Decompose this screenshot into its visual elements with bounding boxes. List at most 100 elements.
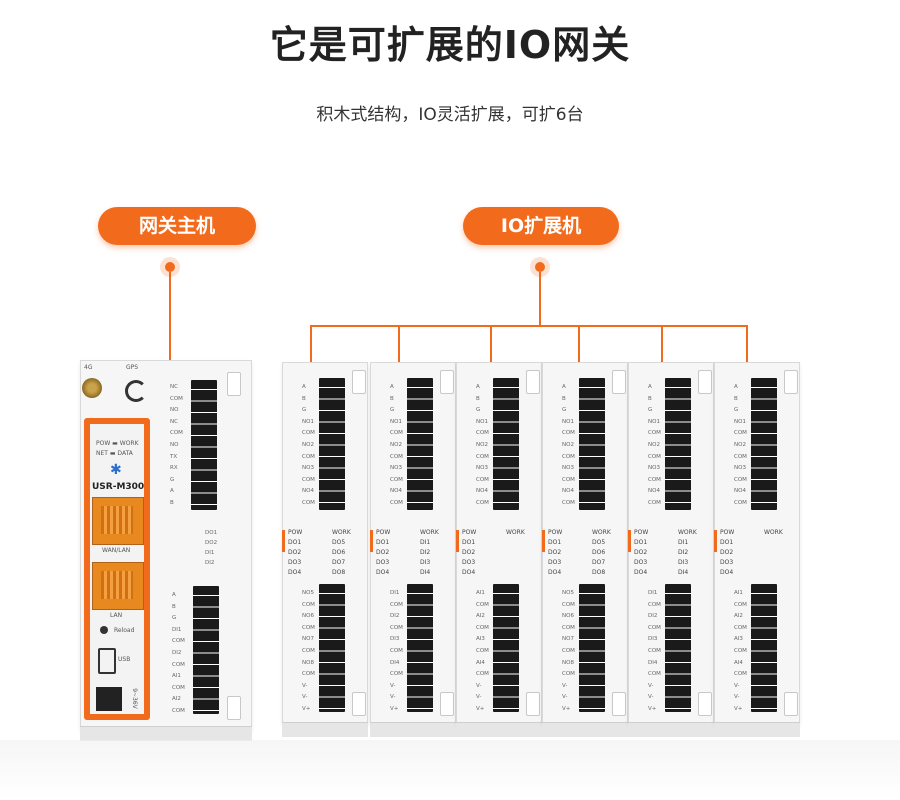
pin-label: V- <box>562 694 568 701</box>
pin-label: COM <box>170 395 183 402</box>
pin-label: G <box>172 615 177 622</box>
io-top-terminal-block[interactable] <box>407 378 433 510</box>
io-bottom-terminal-block[interactable] <box>665 584 691 712</box>
pin-label: A <box>476 384 480 390</box>
pin-label: NO3 <box>562 465 574 472</box>
io-bottom-latch[interactable] <box>526 692 540 716</box>
pin-label: A <box>648 384 652 390</box>
pin-label: COM <box>390 453 403 460</box>
io-accent-stripe <box>370 530 373 552</box>
io-accent-stripe <box>542 530 545 552</box>
io-connector-drop-3 <box>490 325 492 363</box>
io-bottom-terminal-block[interactable] <box>493 584 519 712</box>
io-din-rail-5 <box>628 722 714 737</box>
pin-label: COM <box>476 624 489 631</box>
wan-lan-port[interactable] <box>92 497 144 545</box>
led-label: DO2 <box>376 549 390 556</box>
io-top-terminal-block[interactable] <box>665 378 691 510</box>
pin-label: NO2 <box>734 441 746 448</box>
led-label: WORK <box>332 529 351 536</box>
gateway-top-terminal-block[interactable] <box>191 380 217 510</box>
io-top-terminal-block[interactable] <box>493 378 519 510</box>
io-din-rail-6 <box>714 722 800 737</box>
io-din-rail-3 <box>456 722 542 737</box>
io-top-terminal-block[interactable] <box>319 378 345 510</box>
pin-label: COM <box>648 671 661 678</box>
pin-label: COM <box>302 476 315 483</box>
pin-label: COM <box>302 601 315 608</box>
power-connector[interactable] <box>96 687 122 711</box>
pin-label: B <box>648 395 652 402</box>
io-top-latch[interactable] <box>784 370 798 394</box>
led-label: DO1 <box>634 539 648 546</box>
led-label <box>764 538 783 548</box>
led-label: WORK <box>764 529 783 536</box>
io-bottom-latch[interactable] <box>612 692 626 716</box>
usb-port[interactable] <box>98 648 116 674</box>
io-bottom-latch[interactable] <box>440 692 454 716</box>
io-top-latch[interactable] <box>352 370 366 394</box>
lan-port[interactable] <box>92 562 144 610</box>
reload-button[interactable] <box>100 626 108 634</box>
pin-label: NO <box>170 407 179 414</box>
pin-label: V- <box>562 682 568 689</box>
led-label: POW <box>462 529 477 536</box>
led-label <box>506 558 525 568</box>
io-top-latch[interactable] <box>698 370 712 394</box>
reload-label: Reload <box>114 627 135 634</box>
pin-label: V- <box>734 682 740 689</box>
pin-label: A <box>170 488 174 495</box>
pin-label: G <box>170 476 175 483</box>
pin-label: NO8 <box>562 659 574 666</box>
led-label: DI1 <box>678 539 689 546</box>
pin-label: G <box>476 407 481 414</box>
gateway-model-label: USR-M300 <box>92 482 145 492</box>
pin-label: DI2 <box>205 560 215 566</box>
io-top-terminal-block[interactable] <box>579 378 605 510</box>
led-label: DO3 <box>720 559 734 566</box>
led-label: POW <box>634 529 649 536</box>
pin-label: COM <box>170 430 183 437</box>
pin-label: DI2 <box>172 649 182 656</box>
io-top-latch[interactable] <box>440 370 454 394</box>
led-label: DO5 <box>592 539 606 546</box>
pin-label: NO1 <box>302 418 314 425</box>
gateway-top-latch[interactable] <box>227 372 241 396</box>
io-top-latch[interactable] <box>612 370 626 394</box>
led-label: DO1 <box>720 539 734 546</box>
pin-label: COM <box>476 601 489 608</box>
pin-label: AI1 <box>476 590 485 596</box>
io-bottom-terminal-block[interactable] <box>407 584 433 712</box>
pin-label: DI1 <box>648 590 658 596</box>
led-label: DO3 <box>462 559 476 566</box>
led-label: DO4 <box>548 569 562 576</box>
io-bottom-latch[interactable] <box>352 692 366 716</box>
io-top-terminal-block[interactable] <box>751 378 777 510</box>
pin-label: B <box>476 395 480 402</box>
pin-label: DI2 <box>390 613 400 620</box>
led-label <box>506 568 525 578</box>
io-bottom-terminal-block[interactable] <box>319 584 345 712</box>
pin-label: V- <box>302 682 308 689</box>
led-label: POW <box>376 529 391 536</box>
pin-label: V- <box>390 682 396 689</box>
gateway-bottom-latch[interactable] <box>227 696 241 720</box>
io-bottom-terminal-block[interactable] <box>751 584 777 712</box>
io-bottom-latch[interactable] <box>698 692 712 716</box>
led-label <box>764 558 783 568</box>
pin-label: NO6 <box>302 613 314 620</box>
pin-label: COM <box>302 647 315 654</box>
io-bottom-latch[interactable] <box>784 692 798 716</box>
gateway-bottom-terminal-block[interactable] <box>193 586 219 714</box>
pin-label: COM <box>648 430 661 437</box>
io-accent-stripe <box>282 530 285 552</box>
io-top-latch[interactable] <box>526 370 540 394</box>
pin-label: V+ <box>476 705 485 712</box>
io-bottom-terminal-block[interactable] <box>579 584 605 712</box>
pin-label: COM <box>302 430 315 437</box>
